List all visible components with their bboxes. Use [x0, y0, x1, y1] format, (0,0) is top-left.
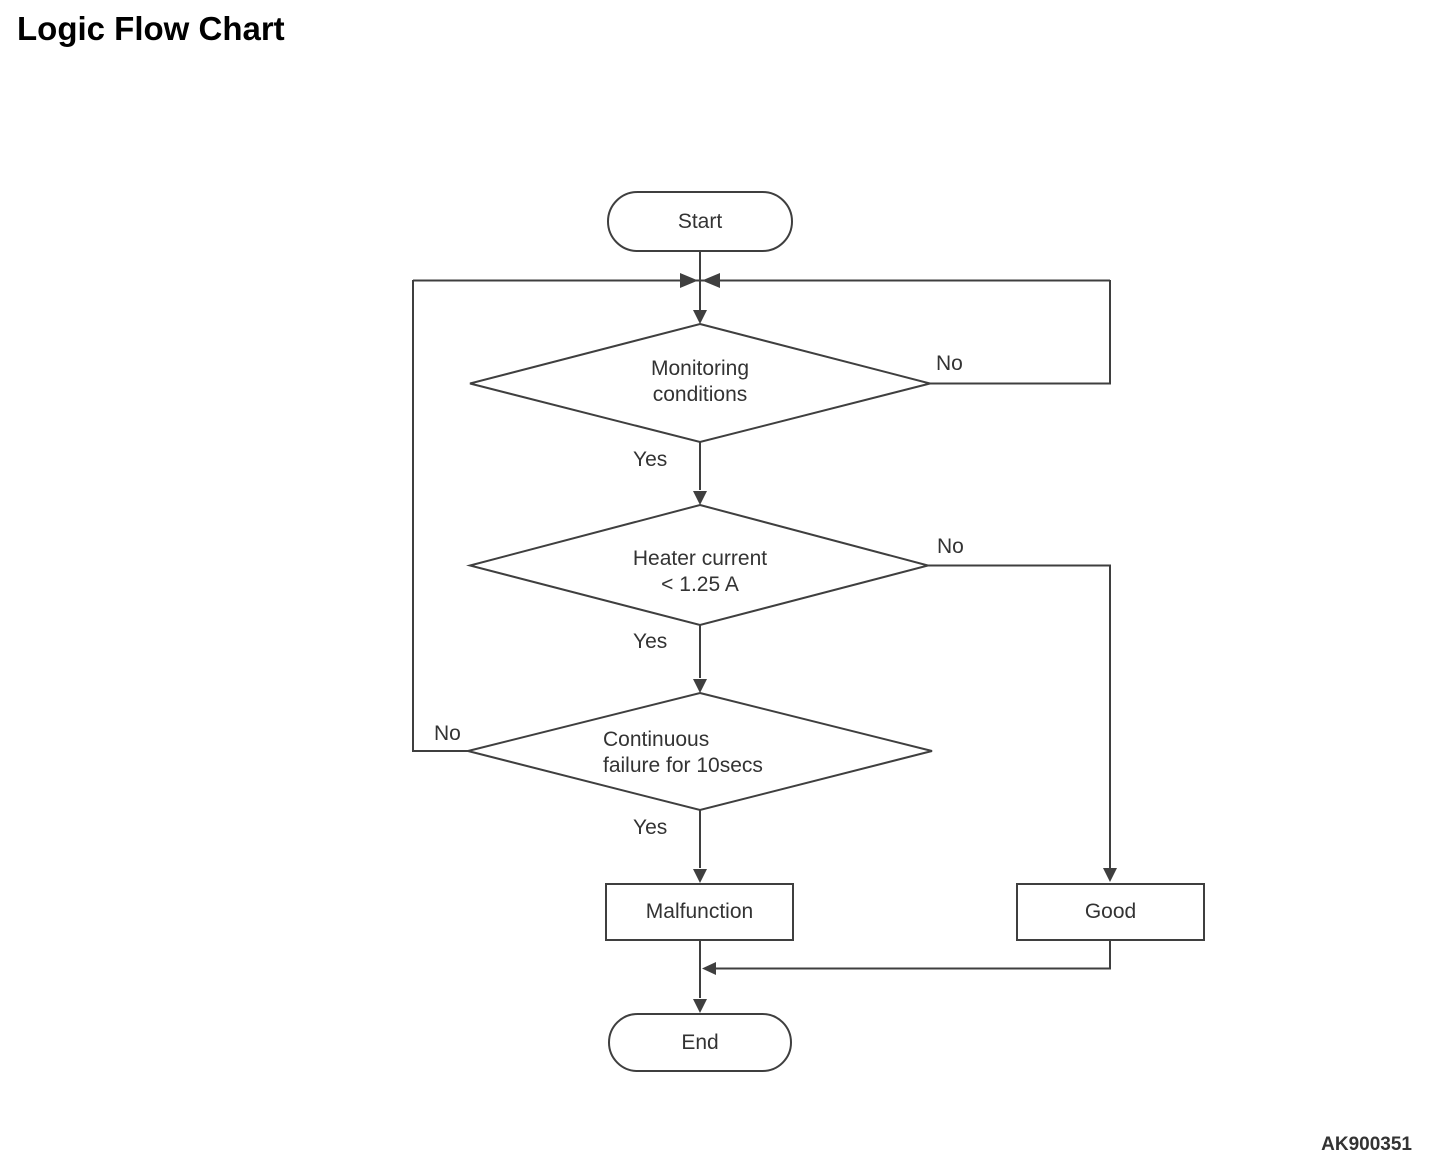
start-node: Start	[607, 191, 793, 252]
arrowhead-into-heater	[693, 491, 707, 505]
heater-current-decision-shape	[466, 503, 932, 627]
edge-heater-no-to-good	[928, 564, 1111, 868]
arrowhead-into-good	[1103, 868, 1117, 882]
start-node-label: Start	[677, 209, 723, 233]
malfunction-node: Malfunction	[605, 883, 794, 941]
continuous-failure-decision-shape	[467, 691, 933, 812]
heater-no-label: No	[937, 535, 964, 558]
malfunction-node-label: Malfunction	[645, 900, 754, 923]
heater-current-line1: Heater current	[632, 547, 768, 570]
continuous-failure-line1: Continuous	[603, 728, 710, 751]
continuous-no-label: No	[434, 722, 461, 745]
page-title: Logic Flow Chart	[17, 10, 285, 47]
monitoring-conditions-line1: Monitoring	[650, 357, 750, 380]
continuous-yes-label: Yes	[633, 816, 668, 839]
monitoring-no-label: No	[936, 352, 963, 375]
end-node-label: End	[681, 1030, 719, 1054]
end-node: End	[608, 1013, 792, 1072]
arrowhead-loop-left-into-junction	[680, 273, 698, 288]
arrowhead-good-into-junction	[702, 962, 716, 975]
figure-code: AK900351	[1321, 1134, 1412, 1155]
arrowhead-into-malfunction	[693, 869, 707, 883]
monitoring-conditions-line2: conditions	[652, 383, 748, 406]
heater-current-decision-label: Heater current < 1.25 A	[570, 546, 830, 598]
arrowhead-into-monitoring	[693, 310, 707, 324]
monitoring-conditions-decision-label: Monitoring conditions	[570, 356, 830, 408]
arrowhead-into-end	[693, 999, 707, 1013]
arrowhead-loop-right-into-junction	[702, 273, 720, 288]
heater-current-line2: < 1.25 A	[661, 573, 739, 596]
heater-yes-label: Yes	[633, 630, 668, 653]
edge-continuous-no-loop	[412, 280, 470, 752]
monitoring-conditions-decision-shape	[469, 322, 931, 444]
continuous-failure-line2: failure for 10secs	[603, 754, 763, 777]
edge-good-to-junction	[716, 941, 1111, 970]
monitoring-yes-label: Yes	[633, 448, 668, 471]
edge-monitoring-no-loop	[930, 280, 1111, 385]
good-node-label: Good	[1084, 900, 1137, 923]
good-node: Good	[1016, 883, 1205, 941]
arrowhead-into-continuous	[693, 679, 707, 693]
continuous-failure-decision-label: Continuous failure for 10secs	[603, 727, 863, 779]
